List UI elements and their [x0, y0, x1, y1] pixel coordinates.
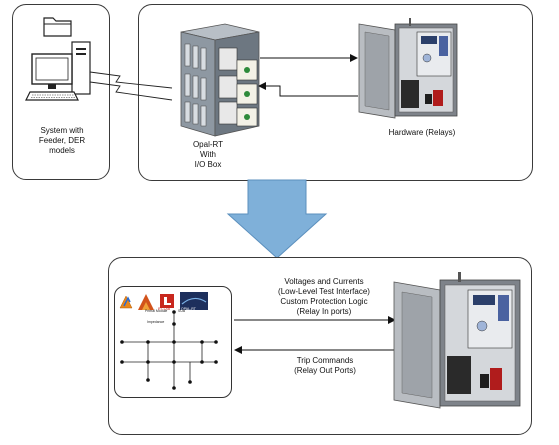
feeder-label-sub: SUB	[178, 309, 186, 313]
feeder-label-primal-module: Primal Module	[145, 309, 168, 313]
opal-rt-caption-line-1: Opal-RT	[192, 140, 224, 149]
computer-caption: System with Feeder, DER models	[20, 126, 104, 156]
computer-to-rack-links	[89, 71, 173, 101]
folder-icon	[43, 17, 72, 37]
rt-lab-logo-label: RT-LAB	[158, 307, 171, 311]
computer-caption-line-3: models	[49, 146, 75, 155]
rack-relay-arrows	[258, 54, 358, 97]
trip-commands-label: Trip Commands (Relay Out Ports)	[270, 356, 380, 376]
opal-rt-logo-label: OPAL-RT	[181, 307, 196, 311]
trip-commands-line-1: Trip Commands	[296, 356, 354, 365]
voltages-currents-line-2: (Low-Level Test Interface)	[278, 287, 370, 296]
software-logos	[119, 292, 208, 310]
big-down-arrow	[226, 179, 328, 259]
opal-rt-caption-line-3: I/O Box	[194, 160, 222, 169]
voltages-currents-label: Voltages and Currents (Low-Level Test In…	[262, 277, 386, 317]
signal-arrows	[234, 316, 396, 354]
voltages-currents-line-1: Voltages and Currents	[284, 277, 364, 286]
computer-caption-line-1: System with	[40, 126, 84, 135]
relay-cabinet-bottom	[393, 272, 521, 409]
opal-rt-simulator-rack	[180, 23, 260, 137]
trip-commands-line-2: (Relay Out Ports)	[294, 366, 356, 375]
hardware-relays-caption: Hardware (Relays)	[388, 128, 456, 137]
opal-rt-caption: Opal-RT With I/O Box	[178, 140, 238, 170]
relay-cabinet-top	[358, 18, 458, 119]
computer-caption-line-2: Feeder, DER	[38, 136, 86, 145]
opal-rt-caption-line-2: With	[200, 150, 216, 159]
voltages-currents-line-3: Custom Protection Logic	[280, 297, 368, 306]
desktop-computer-icon	[25, 41, 91, 101]
voltages-currents-line-4: (Relay In ports)	[296, 307, 352, 316]
feeder-one-line-diagram	[120, 310, 218, 390]
feeder-label-impedance: Impedance	[147, 320, 165, 324]
